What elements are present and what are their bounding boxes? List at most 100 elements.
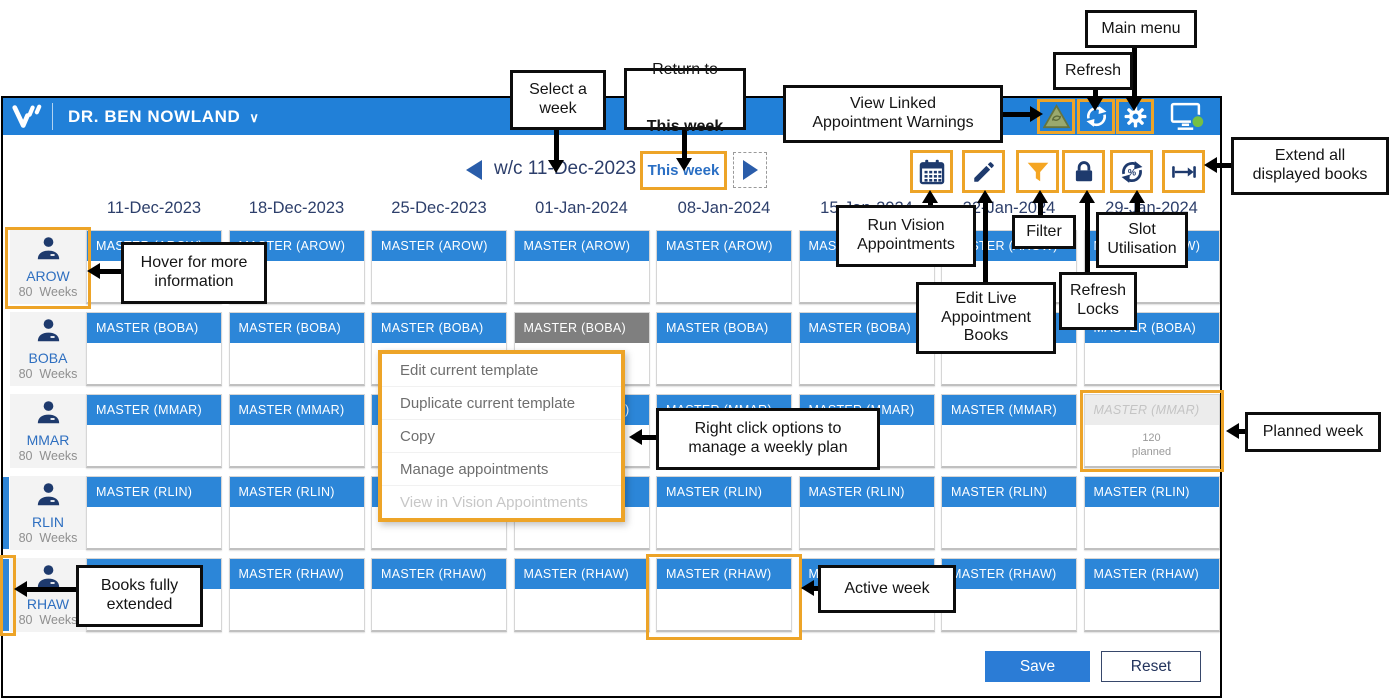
extend-books-icon[interactable]	[1162, 150, 1205, 193]
callout-run-vision: Run Vision Appointments	[836, 205, 976, 267]
refresh-locks-lock-icon[interactable]	[1062, 150, 1105, 193]
plan-cell-body	[800, 261, 934, 303]
clinician-code: AROW	[26, 268, 70, 284]
svg-text:%: %	[1127, 167, 1135, 177]
plan-cell-BOBA-08-Jan-2024[interactable]: MASTER (BOBA)	[656, 312, 792, 386]
callout-extend-books: Extend all displayed books	[1231, 137, 1389, 195]
clinician-code: RHAW	[26, 596, 70, 612]
column-header-11-Dec-2023: 11-Dec-2023	[106, 199, 202, 217]
plan-cell-body	[515, 589, 649, 631]
plan-cell-title: MASTER (BOBA)	[514, 313, 649, 343]
plan-cell-RLIN-29-Jan-2024[interactable]: MASTER (RLIN)	[1083, 476, 1220, 550]
weeks-label: 80 Weeks	[18, 285, 78, 299]
session-monitor-icon[interactable]	[1155, 98, 1219, 134]
menu-item-edit-current-template[interactable]: Edit current template	[382, 354, 621, 387]
plan-cell-BOBA-18-Dec-2023[interactable]: MASTER (BOBA)	[228, 312, 365, 386]
plan-cell-RHAW-01-Jan-2024[interactable]: MASTER (RHAW)	[513, 558, 650, 632]
menu-item-duplicate-current-template[interactable]: Duplicate current template	[382, 387, 621, 420]
plan-cell-RLIN-18-Dec-2023[interactable]: MASTER (RLIN)	[228, 476, 365, 550]
plan-cell-BOBA-15-Jan-2024[interactable]: MASTER (BOBA)	[798, 312, 935, 386]
plan-cell-title: MASTER (BOBA)	[1084, 313, 1219, 343]
plan-cell-RHAW-25-Dec-2023[interactable]: MASTER (RHAW)	[371, 558, 507, 632]
clinician-icon	[35, 235, 62, 267]
arrow-active-week	[814, 586, 818, 591]
next-week-button[interactable]	[733, 152, 767, 188]
filter-icon[interactable]	[1016, 150, 1059, 193]
plan-cell-body	[657, 261, 791, 303]
main-menu-gear-icon[interactable]	[1116, 99, 1154, 134]
plan-cell-title: MASTER (RLIN)	[799, 477, 934, 507]
plan-cell-body	[230, 589, 364, 631]
plan-cell-title: MASTER (BOBA)	[372, 313, 506, 343]
callout-planned-week: Planned week	[1245, 412, 1381, 452]
plan-cell-BOBA-25-Dec-2023[interactable]: MASTER (BOBA)	[371, 312, 507, 386]
plan-cell-body	[230, 507, 364, 549]
slot-utilisation-icon[interactable]: %	[1110, 150, 1153, 193]
plan-cell-RLIN-15-Jan-2024[interactable]: MASTER (RLIN)	[798, 476, 935, 550]
arrowhead-books-extended	[14, 581, 27, 597]
arrowhead-main-menu	[1126, 98, 1142, 111]
plan-cell-body	[515, 261, 649, 303]
menu-item-manage-appointments[interactable]: Manage appointments	[382, 453, 621, 486]
callout-active-week: Active week	[818, 565, 956, 613]
clinician-icon	[35, 481, 62, 513]
plan-cell-RHAW-29-Jan-2024[interactable]: MASTER (RHAW)	[1083, 558, 1220, 632]
linked-appointment-warnings-icon[interactable]	[1037, 99, 1075, 134]
plan-cell-title: MASTER (RLIN)	[1084, 477, 1219, 507]
plan-cell-RLIN-08-Jan-2024[interactable]: MASTER (RLIN)	[656, 476, 792, 550]
plan-cell-AROW-25-Dec-2023[interactable]: MASTER (AROW)	[371, 230, 507, 304]
planned-caption: planned	[1131, 446, 1172, 458]
arrow-hover-info	[100, 269, 121, 274]
plan-cell-MMAR-22-Jan-2024[interactable]: MASTER (MMAR)	[941, 394, 1077, 468]
plan-cell-body	[87, 507, 221, 549]
plan-cell-RHAW-22-Jan-2024[interactable]: MASTER (RHAW)	[941, 558, 1077, 632]
arrow-extend-books	[1217, 163, 1231, 168]
callout-return-this-week: Return to This week	[624, 61, 746, 135]
run-vision-appointments-calendar-icon[interactable]	[910, 150, 953, 193]
plan-cell-body	[942, 589, 1076, 631]
plan-cell-MMAR-11-Dec-2023[interactable]: MASTER (MMAR)	[86, 394, 222, 468]
arrowhead-run-vision	[922, 190, 938, 203]
user-name-label: DR. BEN NOWLAND	[68, 106, 241, 126]
callout-main-menu: Main menu	[1085, 10, 1197, 48]
plan-cell-title: MASTER (RHAW)	[657, 559, 791, 589]
plan-cell-BOBA-11-Dec-2023[interactable]: MASTER (BOBA)	[86, 312, 222, 386]
callout-refresh: Refresh	[1053, 52, 1133, 90]
callout-slot-utilisation: Slot Utilisation	[1096, 212, 1188, 268]
plan-cell-AROW-08-Jan-2024[interactable]: MASTER (AROW)	[656, 230, 792, 304]
reset-button[interactable]: Reset	[1101, 651, 1201, 682]
plan-cell-AROW-01-Jan-2024[interactable]: MASTER (AROW)	[513, 230, 650, 304]
plan-cell-title: MASTER (MMAR)	[942, 395, 1076, 425]
previous-week-button[interactable]	[466, 160, 482, 180]
plan-cell-title: MASTER (AROW)	[372, 231, 506, 261]
arrow-run-vision	[928, 202, 933, 206]
plan-cell-RHAW-18-Dec-2023[interactable]: MASTER (RHAW)	[228, 558, 365, 632]
plan-cell-BOBA-29-Jan-2024[interactable]: MASTER (BOBA)	[1083, 312, 1220, 386]
weeks-label: 80 Weeks	[18, 367, 78, 381]
plan-cell-RLIN-22-Jan-2024[interactable]: MASTER (RLIN)	[941, 476, 1077, 550]
plan-cell-RLIN-11-Dec-2023[interactable]: MASTER (RLIN)	[86, 476, 222, 550]
arrow-books-extended	[27, 587, 76, 592]
user-dropdown[interactable]: DR. BEN NOWLAND ∨	[68, 98, 260, 135]
edit-live-books-pencil-icon[interactable]	[962, 150, 1005, 193]
column-header-25-Dec-2023: 25-Dec-2023	[391, 199, 487, 217]
save-button[interactable]: Save	[985, 651, 1090, 682]
plan-cell-RHAW-08-Jan-2024[interactable]: MASTER (RHAW)	[656, 558, 792, 632]
menu-item-view-in-vision-appointments[interactable]: View in Vision Appointments	[400, 493, 588, 511]
plan-cell-title: MASTER (BOBA)	[229, 313, 364, 343]
plan-cell-body	[657, 589, 791, 631]
column-header-01-Jan-2024: 01-Jan-2024	[535, 199, 628, 217]
menu-item-copy[interactable]: Copy	[382, 420, 621, 453]
clinician-code: MMAR	[26, 432, 70, 448]
plan-cell-MMAR-18-Dec-2023[interactable]: MASTER (MMAR)	[228, 394, 365, 468]
plan-cell-body	[800, 507, 934, 549]
arrow-edit-live-books	[983, 202, 988, 282]
arrowhead-planned-week	[1226, 423, 1239, 439]
